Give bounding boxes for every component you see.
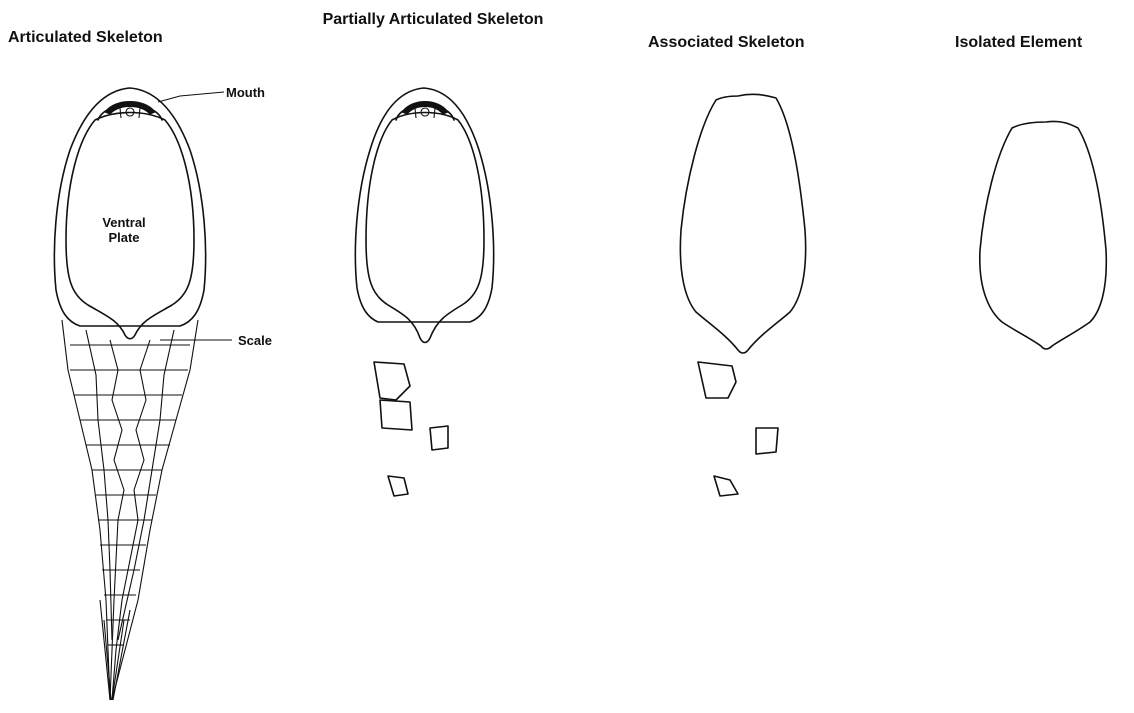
head-shield bbox=[980, 121, 1107, 349]
head-shield-outer bbox=[355, 88, 493, 322]
ventral-plate bbox=[66, 113, 194, 339]
head-shield-outer bbox=[54, 88, 205, 326]
ventral-plate bbox=[366, 113, 484, 343]
partially-articulated-figure bbox=[355, 88, 493, 496]
articulated-skeleton-figure bbox=[54, 88, 232, 700]
isolated-element-figure bbox=[980, 121, 1107, 349]
tail-scales bbox=[62, 320, 198, 700]
head-shield bbox=[680, 94, 805, 353]
associated-skeleton-figure bbox=[680, 94, 805, 496]
mouth-leader bbox=[158, 92, 224, 102]
loose-scales bbox=[374, 362, 448, 496]
loose-scales bbox=[698, 362, 778, 496]
